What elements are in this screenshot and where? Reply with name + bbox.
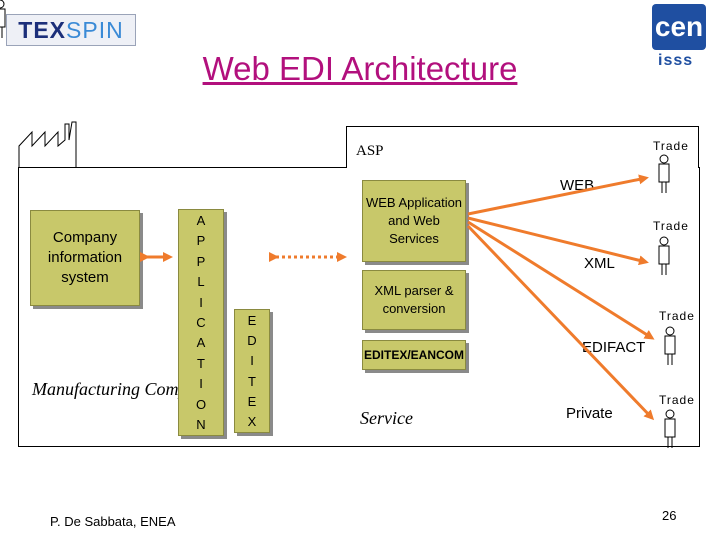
editex-letter: X [247,414,257,430]
person-icon-3 [664,326,676,366]
xml-parser-block: XML parser & conversion [362,270,466,330]
service-label: Service [360,408,413,428]
editex-letter: T [248,373,256,389]
arrow-xml [467,216,649,266]
editex-eancom-block: EDITEX/EANCOM [362,340,466,370]
factory-icon [18,121,77,167]
trade-label-1: Trade [653,139,689,153]
application-letter: O [195,396,207,412]
page-title: Web EDI Architecture [202,50,518,87]
application-letter: P [196,253,206,269]
application-letter: I [199,376,203,392]
application-letter: A [196,335,206,351]
editex-letter: I [250,353,254,369]
editex-letter: D [247,332,257,348]
application-letter: P [196,233,206,249]
application-letter: N [196,417,206,433]
arrow-edifact [467,220,655,340]
channel-edifact-label: EDIFACT [582,339,646,356]
page-number: 26 [662,508,677,523]
logo-tex-text: TEX [18,16,67,43]
asp-label: ASP [356,143,384,159]
application-letter: A [196,212,206,228]
logo-spin-text: SPIN [66,16,124,43]
web-application-block: WEB Application and Web Services [362,180,466,262]
editex-letter: E [247,393,257,409]
application-letter: C [196,314,206,330]
trade-label-4: Trade [659,393,695,407]
manufacturing-company-label: Manufacturing Company [32,379,214,399]
person-icon-4 [664,409,676,449]
asp-box [346,126,699,168]
cen-isss-logo: cen isss [652,4,714,74]
trade-label-2: Trade [653,219,689,233]
cen-logo-text: cen [652,4,706,50]
author-credit: P. De Sabbata, ENEA [50,514,176,529]
company-information-system-box: Company information system [30,210,140,306]
arrow-private [466,224,655,421]
person-icon-1 [658,154,670,194]
editex-letter: E [247,312,257,328]
channel-private-label: Private [566,405,613,422]
trade-label-3: Trade [659,309,695,323]
isss-logo-text: isss [658,52,694,69]
application-letter: T [197,355,205,371]
person-icon [0,0,6,38]
application-letter: L [197,274,205,290]
person-icon-2 [658,236,670,276]
arrow-web [467,174,649,216]
channel-xml-label: XML [584,255,615,272]
application-letter: I [199,294,203,310]
